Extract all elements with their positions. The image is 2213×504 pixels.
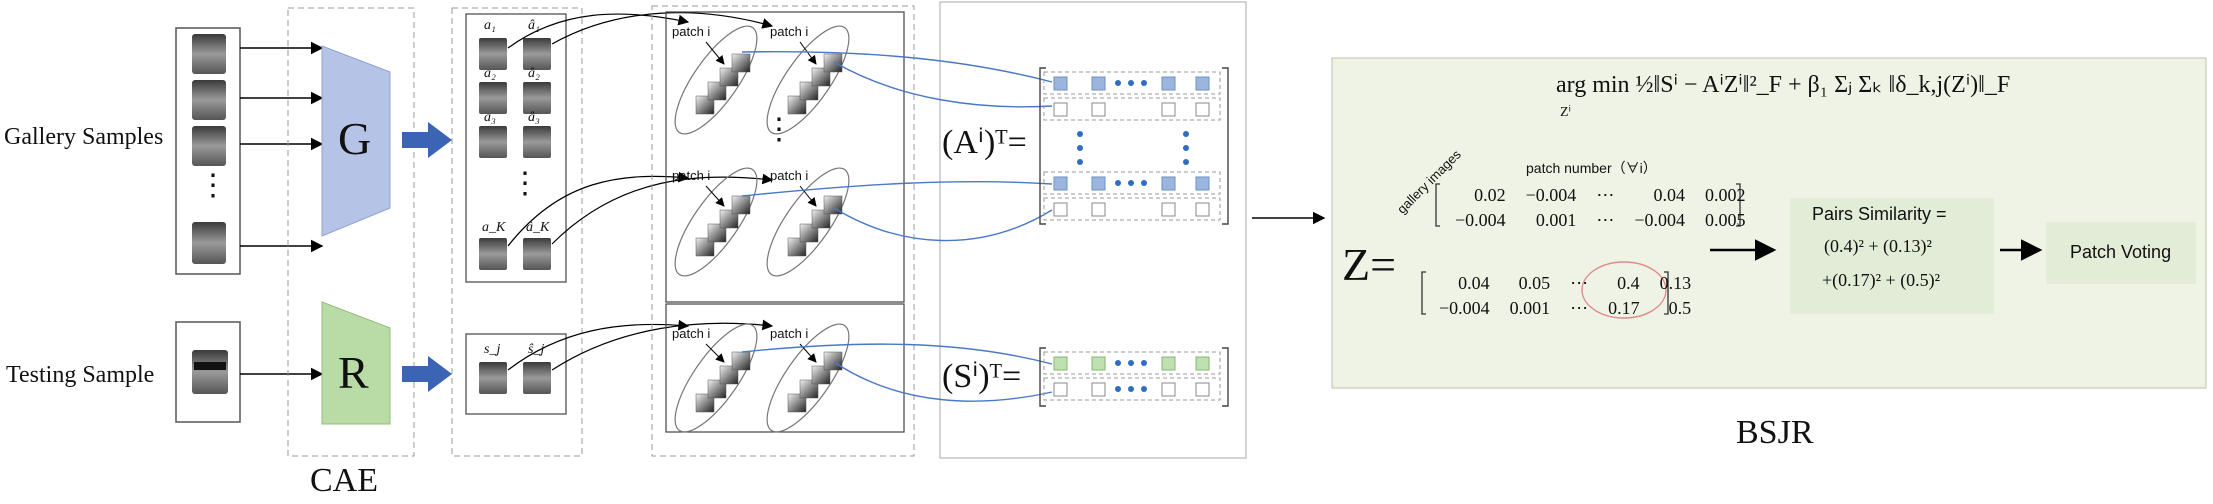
objective-formula: arg min ½‖Sⁱ − AⁱZⁱ‖²_F + β₁ Σⱼ Σₖ ‖δ_k,…	[1556, 72, 2011, 98]
patch-stacks	[695, 53, 843, 413]
gallery-patches-box	[665, 11, 905, 303]
cae-box	[287, 7, 415, 457]
gallery-matrix-equation: (Aⁱ)ᵀ=	[942, 124, 1027, 161]
encoder-r-label: R	[338, 347, 369, 398]
patches-box	[651, 5, 915, 457]
patch-pointers	[705, 41, 817, 363]
patch-label: patch i	[770, 168, 809, 183]
arrow-g	[402, 122, 452, 158]
arrow-r	[402, 356, 452, 392]
sunglasses	[194, 362, 226, 370]
similarity-box	[1790, 198, 1994, 314]
testing-sample-label: Testing Sample	[6, 362, 155, 388]
pair-label: â₁	[528, 18, 540, 33]
gallery-samples-label: Gallery Samples	[4, 124, 164, 150]
pair-label: â_K	[526, 220, 550, 235]
cae-caption: CAE	[310, 462, 378, 499]
encoder-g	[321, 45, 391, 237]
z-symbol: Z=	[1342, 239, 1397, 290]
patches-ellipsis: ⋮	[764, 113, 794, 146]
testing-matrix-equation: (Sⁱ)ᵀ=	[942, 358, 1022, 395]
testing-patches-box	[665, 303, 905, 433]
similarity-title: Pairs Similarity =	[1812, 204, 1947, 224]
pair-label: a₂	[484, 66, 496, 81]
testing-face	[192, 350, 228, 394]
blue-connectors	[741, 51, 1053, 402]
patch-label: patch i	[672, 326, 711, 341]
patch-label: patch i	[672, 168, 711, 183]
pair-faces	[479, 38, 551, 394]
pair-label: s_j	[484, 342, 501, 357]
pair-label: a₃	[484, 110, 496, 125]
testing-matrix	[1039, 347, 1229, 407]
bsjr-caption: BSJR	[1736, 414, 1814, 451]
highlight-circle	[1581, 261, 1667, 319]
z-matrix-brackets	[1421, 183, 1741, 315]
gallery-ellipsis: ⋮	[198, 169, 228, 202]
pair-label: â₃	[528, 110, 540, 125]
patch-ellipses	[674, 25, 850, 433]
patch-label: patch i	[672, 24, 711, 39]
gallery-matrix	[1039, 67, 1229, 225]
pairs-ellipsis: ⋮	[510, 167, 540, 200]
pair-label: â₂	[528, 66, 540, 81]
patch-label: patch i	[770, 24, 809, 39]
similarity-line-2: +(0.17)² + (0.5)²	[1822, 270, 1941, 290]
encoder-r	[321, 301, 391, 425]
pair-label: a_K	[482, 220, 506, 235]
pair-label: a₁	[484, 18, 496, 33]
patch-voting-label: Patch Voting	[2070, 242, 2172, 262]
patch-number-label: patch number（∀i）	[1526, 160, 1657, 176]
encoder-g-label: G	[338, 113, 372, 164]
pair-label: ŝ_j	[528, 342, 545, 357]
input-arrows	[240, 41, 324, 381]
pairs-box	[451, 7, 583, 457]
gallery-faces	[192, 34, 226, 264]
voting-box	[2046, 222, 2196, 284]
argmin-subscript: Zⁱ	[1560, 105, 1572, 120]
patch-label: patch i	[770, 326, 809, 341]
similarity-line-1: (0.4)² + (0.13)²	[1824, 236, 1932, 256]
